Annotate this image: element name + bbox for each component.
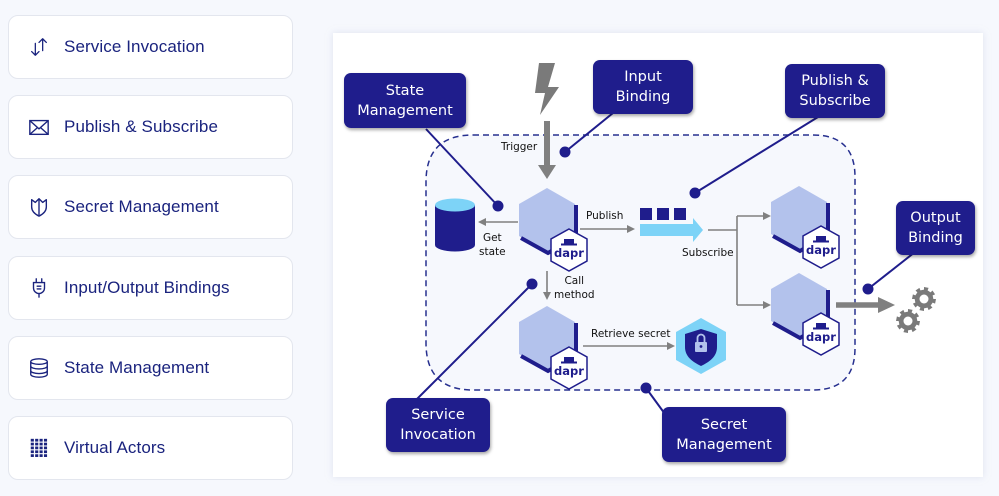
callout-output-binding[interactable]: Output Binding [896,201,975,255]
feature-state-management[interactable]: State Management [8,335,293,400]
feature-label: Publish & Subscribe [64,117,219,137]
app-boundary [425,134,856,391]
call-method-label: Call method [554,275,595,301]
feature-secret-management[interactable]: Secret Management [8,175,293,240]
subscribe-arrows [708,215,765,306]
gears-icon [896,287,936,333]
dapr-sidecar-subscriber-1 [802,225,840,269]
dapr-sidecar-subscriber-2 [802,312,840,356]
feature-list: Service Invocation Publish & Subscribe S… [8,15,293,496]
architecture-diagram: dapr [412,63,936,437]
feature-label: Secret Management [64,197,219,217]
message-queue [640,208,703,242]
callout-secret-management[interactable]: Secret Management [662,407,786,462]
subscribe-label: Subscribe [682,247,734,259]
feature-label: Service Invocation [64,37,205,56]
secret-store-icon [676,318,726,374]
callout-service-invocation[interactable]: Service Invocation [386,398,490,452]
callout-input-binding[interactable]: Input Binding [593,60,693,114]
plug-icon [27,276,51,300]
publish-label: Publish [586,210,624,222]
feature-label: Input/Output Bindings [64,277,230,297]
feature-label: State Management [64,357,210,377]
trigger-label: Trigger [501,141,538,153]
feature-io-bindings[interactable]: Input/Output Bindings [8,255,293,320]
get-state-label: Get state [479,232,506,258]
feature-label: Virtual Actors [64,437,166,457]
diagram-panel: dapr [333,33,983,477]
database-icon [27,356,51,380]
callout-state-management[interactable]: State Management [344,73,466,128]
envelope-icon [27,115,51,139]
callout-publish-subscribe[interactable]: Publish & Subscribe [785,64,885,118]
lightning-icon [535,63,559,115]
grid-icon [27,436,51,460]
arrows-up-down-icon [27,35,51,59]
feature-service-invocation[interactable]: Service Invocation [8,15,293,79]
database-icon [435,198,475,252]
shield-icon [27,195,51,219]
feature-publish-subscribe[interactable]: Publish & Subscribe [8,95,293,160]
retrieve-secret-label: Retrieve secret [591,328,671,340]
feature-virtual-actors[interactable]: Virtual Actors [8,415,293,480]
dapr-sidecar-callee [550,346,588,390]
dapr-sidecar-main [550,228,588,272]
